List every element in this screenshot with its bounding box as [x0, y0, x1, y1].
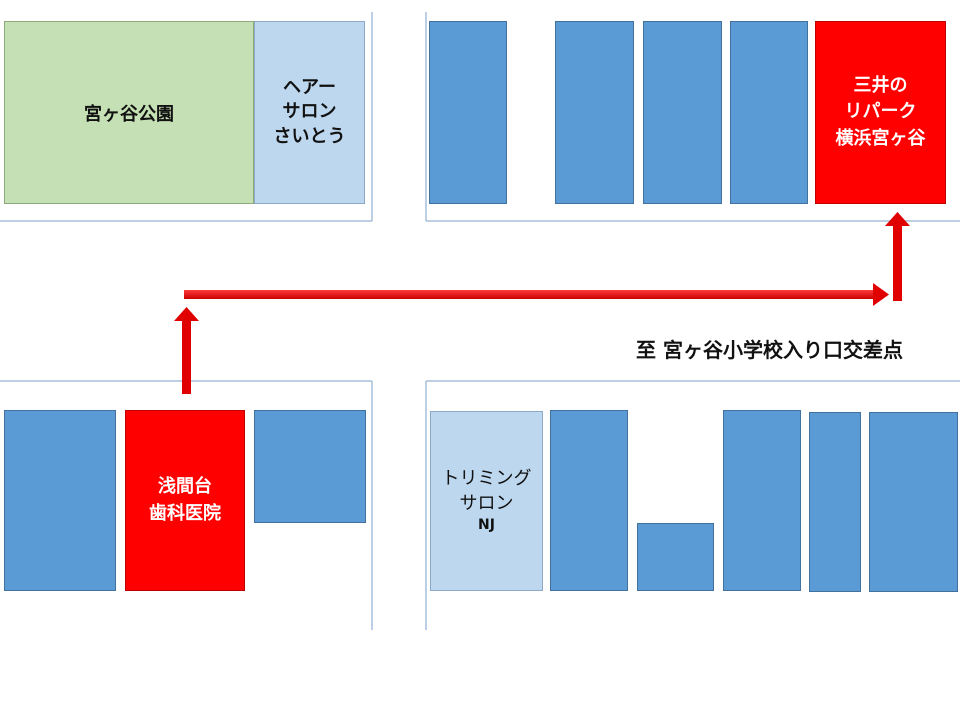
park-area: 宮ヶ谷公園 — [4, 21, 254, 204]
trimming-salon-building: トリミング サロン NJ — [430, 411, 543, 591]
park-label: 宮ヶ谷公園 — [84, 103, 174, 125]
parking-label: 三井の リパーク 横浜宮ヶ谷 — [835, 75, 926, 149]
building — [429, 21, 507, 204]
building — [4, 410, 116, 591]
building — [809, 412, 861, 592]
building — [254, 410, 366, 523]
dental-clinic: 浅間台 歯科医院 — [125, 410, 245, 591]
building — [550, 410, 628, 591]
building — [730, 21, 808, 204]
direction-label: 至 宮ヶ谷小学校入り口交差点 — [636, 338, 903, 362]
trimming-salon-label: トリミング サロン — [441, 468, 532, 514]
building — [723, 410, 801, 591]
dental-label: 浅間台 歯科医院 — [149, 476, 221, 524]
parking-destination: 三井の リパーク 横浜宮ヶ谷 — [815, 21, 946, 204]
building — [555, 21, 634, 204]
building — [637, 523, 714, 591]
route-arrow-up-1 — [174, 307, 199, 394]
route-arrow-up-2 — [885, 212, 910, 301]
trimming-salon-sublabel: NJ — [478, 516, 495, 533]
hair-salon-label: ヘアー サロン さいとう — [273, 77, 346, 147]
hair-salon-building: ヘアー サロン さいとう — [254, 21, 365, 204]
building — [643, 21, 722, 204]
building — [869, 412, 958, 592]
route-arrow-right — [184, 283, 889, 306]
